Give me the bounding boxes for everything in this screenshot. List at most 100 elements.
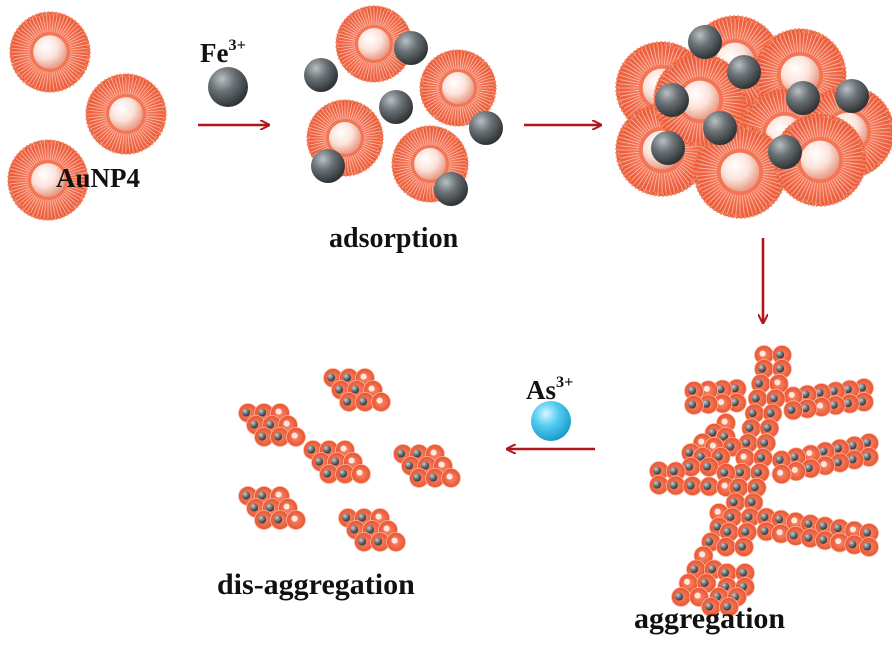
aggregated-particle xyxy=(698,394,719,415)
aunp4-label: AuNP4 xyxy=(56,163,141,193)
aggregated-particle xyxy=(844,534,865,555)
small-cluster xyxy=(303,440,371,484)
fe3-ion-sphere xyxy=(208,67,248,107)
arrows xyxy=(198,125,763,449)
small-cluster xyxy=(238,486,306,530)
gold-core xyxy=(109,97,143,131)
aggregated-particle xyxy=(726,378,747,399)
aggregated-particle xyxy=(786,447,807,468)
aggregated-particle xyxy=(741,418,762,439)
fe-ion xyxy=(469,111,503,145)
aunp4-particle xyxy=(419,49,497,127)
aggregated-particle xyxy=(649,461,669,481)
aggregated-particle xyxy=(386,532,406,552)
aggregated-particle xyxy=(743,492,764,513)
aggregated-particle xyxy=(811,397,832,417)
aggregated-particle xyxy=(254,427,274,447)
aggregated-particle xyxy=(649,475,669,495)
aggregated-particle xyxy=(425,468,445,488)
fe-symbol: Fe xyxy=(200,38,229,68)
fe-ion xyxy=(434,172,468,206)
aggregated-particle xyxy=(335,464,355,484)
aggregated-particle xyxy=(815,441,836,462)
gold-core xyxy=(33,35,67,69)
aggregated-particle xyxy=(786,461,807,482)
adsorption-label: adsorption xyxy=(329,223,459,254)
fe-ion xyxy=(311,149,345,183)
fe-ion xyxy=(786,81,820,115)
aggregated-particle xyxy=(684,381,704,401)
aggregated-particle xyxy=(859,537,879,557)
as3-ion-sphere xyxy=(531,401,571,441)
aggregated-particle xyxy=(441,468,461,488)
aggregated-particle xyxy=(286,510,306,530)
fe-ion xyxy=(379,90,413,124)
aggregated-particle xyxy=(734,537,754,557)
aggregated-particle xyxy=(716,537,736,557)
aggregated-particle xyxy=(665,461,686,482)
as-charge: 3+ xyxy=(556,372,574,391)
gold-core xyxy=(31,163,65,197)
adsorption-particles xyxy=(304,5,503,206)
aggregated-particle xyxy=(682,476,703,496)
aggregated-particle xyxy=(800,458,821,479)
aggregated-particle xyxy=(754,345,774,365)
aggregated-particle xyxy=(665,475,686,496)
aggregated-cluster xyxy=(615,15,892,219)
aggregated-particle xyxy=(765,388,786,409)
aggregated-particle xyxy=(762,403,783,424)
aunp4-particle xyxy=(693,125,787,219)
aunp4-particle xyxy=(7,139,89,221)
aggregated-particle xyxy=(771,450,792,471)
aggregated-particle xyxy=(800,528,821,549)
small-cluster xyxy=(238,403,306,447)
fe-ion xyxy=(304,58,338,92)
aggregated-particle xyxy=(731,462,752,483)
aggregated-particle xyxy=(699,457,719,477)
fe-ion xyxy=(688,25,722,59)
aunp4-particles xyxy=(7,11,167,221)
aggregated-particle xyxy=(737,522,758,543)
aggregated-particle xyxy=(735,563,755,583)
aggregated-particle xyxy=(270,427,290,447)
aggregated-particle xyxy=(749,462,770,483)
fe-ion xyxy=(651,131,685,165)
aggregated-particle xyxy=(756,507,777,528)
aggregated-particle xyxy=(859,447,879,467)
aggregated-particle xyxy=(746,477,767,498)
aggregated-particle xyxy=(844,435,865,456)
aggregated-particle xyxy=(719,597,739,617)
gold-core xyxy=(720,152,760,192)
aunp4-particle xyxy=(773,113,867,207)
aunp4-particle xyxy=(9,11,91,93)
aunp4-particle xyxy=(335,5,413,83)
aggregated-particle xyxy=(759,418,780,439)
aggregated-particle xyxy=(716,463,736,483)
aggregated-particle xyxy=(671,587,691,607)
fe3-label: Fe3+ xyxy=(200,37,246,69)
small-cluster xyxy=(393,444,461,488)
aggregated-particle xyxy=(785,525,806,546)
as-symbol: As xyxy=(526,375,557,405)
gold-core xyxy=(358,28,390,60)
aggregated-particle xyxy=(825,395,846,416)
aggregated-particle xyxy=(371,392,391,412)
fe3-ion xyxy=(208,67,248,107)
gold-core xyxy=(329,122,361,154)
aggregated-particle xyxy=(771,464,792,485)
dis-aggregation-label: dis-aggregation xyxy=(217,568,415,601)
aggregated-particle xyxy=(286,427,306,447)
fe-ion xyxy=(394,31,428,65)
disaggregated-clusters xyxy=(238,368,461,552)
fe-ion xyxy=(835,79,869,113)
aggregated-particle xyxy=(684,395,704,415)
fe-ion xyxy=(727,55,761,89)
small-cluster xyxy=(338,508,406,552)
aggregated-particle xyxy=(800,444,821,465)
small-cluster xyxy=(323,368,391,412)
aggregated-particle xyxy=(772,345,792,365)
aggregated-particle xyxy=(783,400,804,421)
aggregated-particle xyxy=(719,522,740,543)
gold-core xyxy=(800,140,840,180)
